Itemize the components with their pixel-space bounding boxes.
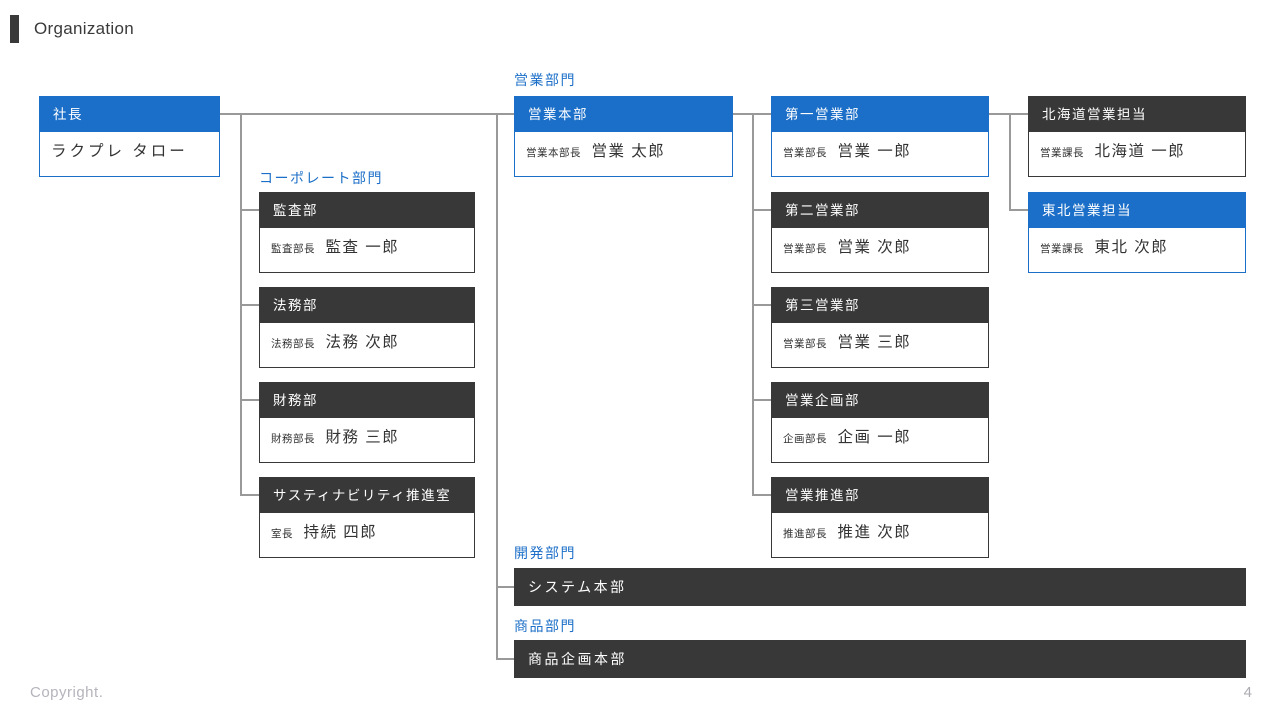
box-title: 第三営業部: [772, 288, 988, 323]
person-name: 企画 一郎: [837, 429, 912, 446]
connector: [240, 494, 259, 496]
person-name: 監査 一郎: [325, 239, 400, 256]
hokkaido-sales-box: 北海道営業担当 営業課長 北海道 一郎: [1028, 96, 1246, 177]
group-label-development: 開発部門: [514, 545, 576, 561]
connector: [240, 304, 259, 306]
system-hq-bar: システム本部: [514, 568, 1246, 606]
box-body: 営業課長 東北 次郎: [1029, 228, 1245, 272]
box-title: 監査部: [260, 193, 474, 228]
box-body: 法務部長 法務 次郎: [260, 323, 474, 367]
person-name: ラクプレ タロー: [51, 143, 188, 160]
product-planning-hq-bar: 商品企画本部: [514, 640, 1246, 678]
connector: [496, 586, 514, 588]
role-label: 法務部長: [271, 338, 315, 350]
connector: [752, 494, 771, 496]
person-name: 財務 三郎: [325, 429, 400, 446]
tohoku-sales-box: 東北営業担当 営業課長 東北 次郎: [1028, 192, 1246, 273]
box-body: 財務部長 財務 三郎: [260, 418, 474, 462]
sales-promotion-dept-box: 営業推進部 推進部長 推進 次郎: [771, 477, 989, 558]
box-body: 室長 持続 四郎: [260, 513, 474, 557]
box-title: 北海道営業担当: [1029, 97, 1245, 132]
box-title: 社長: [40, 97, 219, 132]
person-name: 営業 一郎: [837, 143, 912, 160]
sales-dept-3-box: 第三営業部 営業部長 営業 三郎: [771, 287, 989, 368]
person-name: 営業 太郎: [591, 143, 666, 160]
role-label: 営業課長: [1040, 147, 1084, 159]
role-label: 営業部長: [783, 243, 827, 255]
role-label: 企画部長: [783, 433, 827, 445]
connector: [752, 209, 771, 211]
person-name: 推進 次郎: [837, 524, 912, 541]
connector: [989, 113, 1028, 115]
box-title: 第二営業部: [772, 193, 988, 228]
sales-planning-dept-box: 営業企画部 企画部長 企画 一郎: [771, 382, 989, 463]
box-title: 法務部: [260, 288, 474, 323]
audit-dept-box: 監査部 監査部長 監査 一郎: [259, 192, 475, 273]
title-accent-bar: [10, 15, 19, 43]
connector: [752, 399, 771, 401]
connector: [496, 113, 498, 659]
box-body: 営業部長 営業 一郎: [772, 132, 988, 176]
role-label: 推進部長: [783, 528, 827, 540]
connector: [496, 658, 514, 660]
connector: [240, 209, 259, 211]
copyright-text: Copyright.: [30, 684, 104, 701]
role-label: 室長: [271, 528, 293, 540]
role-label: 営業本部長: [526, 147, 581, 159]
sales-dept-1-box: 第一営業部 営業部長 営業 一郎: [771, 96, 989, 177]
connector: [240, 399, 259, 401]
person-name: 北海道 一郎: [1094, 143, 1186, 160]
role-label: 営業部長: [783, 147, 827, 159]
box-body: 営業課長 北海道 一郎: [1029, 132, 1245, 176]
person-name: 持続 四郎: [303, 524, 378, 541]
connector: [752, 304, 771, 306]
box-title: サスティナビリティ推進室: [260, 478, 474, 513]
role-label: 営業課長: [1040, 243, 1084, 255]
box-body: 営業部長 営業 次郎: [772, 228, 988, 272]
group-label-corporate: コーポレート部門: [259, 170, 383, 186]
box-title: 第一営業部: [772, 97, 988, 132]
box-body: 監査部長 監査 一郎: [260, 228, 474, 272]
connector: [1009, 209, 1028, 211]
legal-dept-box: 法務部 法務部長 法務 次郎: [259, 287, 475, 368]
role-label: 財務部長: [271, 433, 315, 445]
page-title: Organization: [34, 19, 134, 38]
box-body: 営業本部長 営業 太郎: [515, 132, 732, 176]
bar-title: 商品企画本部: [528, 651, 627, 667]
bar-title: システム本部: [528, 579, 627, 595]
role-label: 営業部長: [783, 338, 827, 350]
group-label-sales: 営業部門: [514, 72, 576, 88]
connector: [1009, 113, 1011, 210]
person-name: 営業 次郎: [837, 239, 912, 256]
box-title: 営業企画部: [772, 383, 988, 418]
box-title: 営業推進部: [772, 478, 988, 513]
sales-hq-box: 営業本部 営業本部長 営業 太郎: [514, 96, 733, 177]
box-title: 東北営業担当: [1029, 193, 1245, 228]
box-body: 企画部長 企画 一郎: [772, 418, 988, 462]
finance-dept-box: 財務部 財務部長 財務 三郎: [259, 382, 475, 463]
sustainability-office-box: サスティナビリティ推進室 室長 持続 四郎: [259, 477, 475, 558]
box-title: 財務部: [260, 383, 474, 418]
sales-dept-2-box: 第二営業部 営業部長 営業 次郎: [771, 192, 989, 273]
connector: [220, 113, 515, 115]
box-title: 営業本部: [515, 97, 732, 132]
box-body: 推進部長 推進 次郎: [772, 513, 988, 557]
role-label: 監査部長: [271, 243, 315, 255]
group-label-product: 商品部門: [514, 618, 576, 634]
president-box: 社長 ラクプレ タロー: [39, 96, 220, 177]
person-name: 法務 次郎: [325, 334, 400, 351]
box-body: ラクプレ タロー: [40, 132, 219, 176]
box-body: 営業部長 営業 三郎: [772, 323, 988, 367]
person-name: 東北 次郎: [1094, 239, 1169, 256]
page-number: 4: [1243, 684, 1252, 701]
person-name: 営業 三郎: [837, 334, 912, 351]
